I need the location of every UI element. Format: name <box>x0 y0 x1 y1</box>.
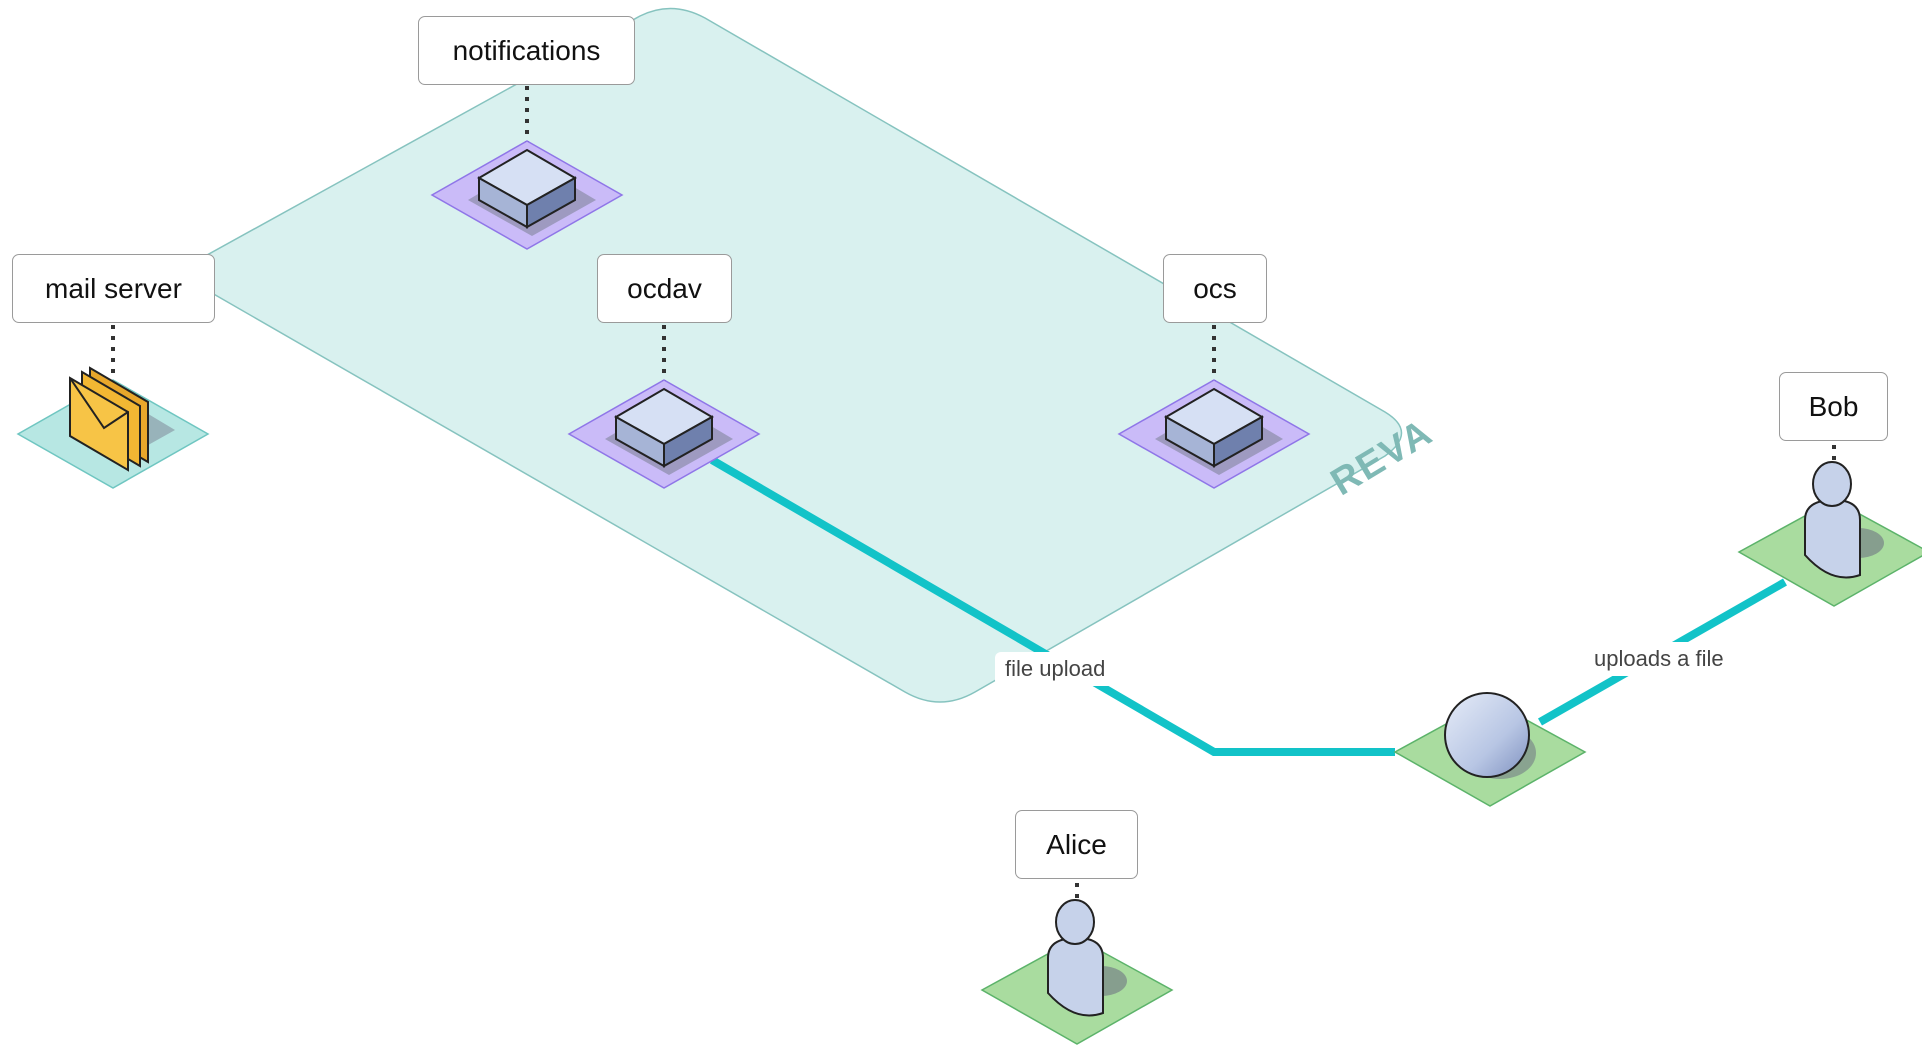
ocdav-node[interactable] <box>567 325 761 489</box>
mail-server-label[interactable]: mail server <box>12 254 215 323</box>
bob-node[interactable] <box>1737 445 1922 607</box>
mail-server-node[interactable] <box>16 325 210 489</box>
ocs-label[interactable]: ocs <box>1163 254 1267 323</box>
notifications-label[interactable]: notifications <box>418 16 635 85</box>
server-box-icon <box>605 387 733 475</box>
alice-label[interactable]: Alice <box>1015 810 1138 879</box>
user-icon <box>1804 461 1884 579</box>
ocdav-label[interactable]: ocdav <box>597 254 732 323</box>
user-icon <box>1047 899 1127 1017</box>
notifications-node[interactable] <box>430 86 624 250</box>
envelopes-icon <box>69 366 175 472</box>
uploads-a-file-edge-label: uploads a file <box>1584 642 1734 676</box>
alice-node[interactable] <box>980 883 1174 1045</box>
ocs-node[interactable] <box>1117 325 1311 489</box>
file-upload-connection <box>709 456 1395 756</box>
server-box-icon <box>1155 387 1283 475</box>
client-node[interactable] <box>1393 692 1587 807</box>
server-box-icon <box>468 148 596 236</box>
bob-label[interactable]: Bob <box>1779 372 1888 441</box>
globe-sphere-icon <box>1444 692 1530 778</box>
file-upload-edge-label: file upload <box>995 652 1116 686</box>
reva-zone <box>189 7 1403 703</box>
